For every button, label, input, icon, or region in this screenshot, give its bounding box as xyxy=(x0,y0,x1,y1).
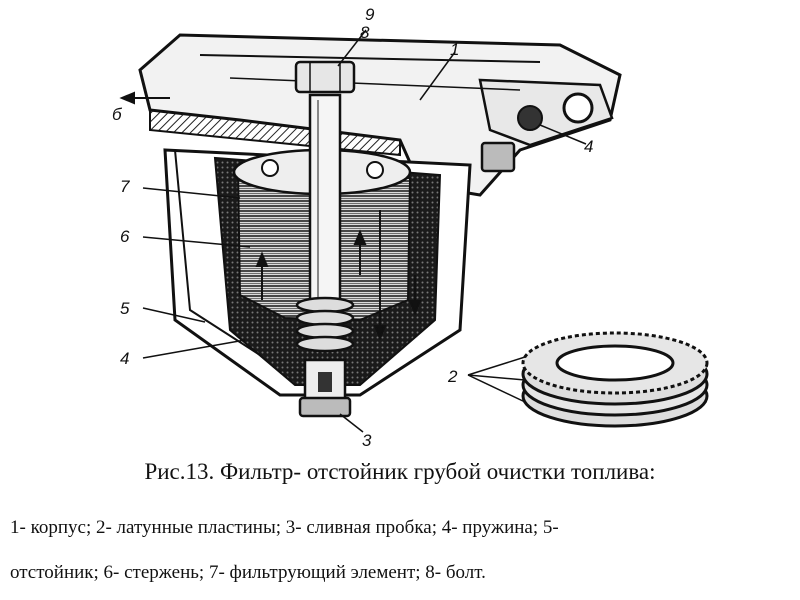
filter-diagram: 9 8 1 б 4 7 6 5 4 2 3 xyxy=(112,5,709,450)
label-6: 6 xyxy=(120,227,130,246)
drain-plug xyxy=(298,358,352,418)
figure-caption: Рис.13. Фильтр- отстойник грубой очистки… xyxy=(144,459,656,484)
flow-arrows xyxy=(119,91,422,341)
label-9: 9 xyxy=(365,5,375,24)
top-bolt xyxy=(294,60,356,94)
legend-line-2: отстойник; 6- стержень; 7- фильтрующий э… xyxy=(10,562,486,583)
spring xyxy=(295,296,355,353)
label-8: 8 xyxy=(360,23,370,42)
label-4-right: 4 xyxy=(584,137,593,156)
label-7: 7 xyxy=(120,177,130,196)
label-5: 5 xyxy=(120,299,130,318)
legend-line-1: 1- корпус; 2- латунные пластины; 3- слив… xyxy=(10,517,559,538)
label-6-upper: б xyxy=(112,105,123,124)
label-4: 4 xyxy=(120,349,129,368)
brass-plates xyxy=(521,331,709,428)
central-rod xyxy=(308,93,342,337)
head-bracket xyxy=(138,33,622,197)
label-2: 2 xyxy=(447,367,458,386)
leader-lines xyxy=(142,29,587,433)
label-3: 3 xyxy=(362,431,372,450)
label-1: 1 xyxy=(450,40,459,59)
